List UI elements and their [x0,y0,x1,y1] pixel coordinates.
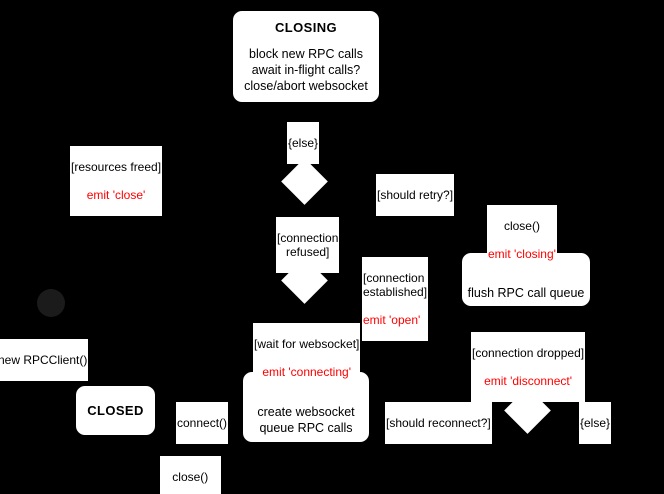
label-close-closing: close() emit 'closing' [487,205,557,275]
label-resources-freed-emit: emit 'close' [86,188,146,202]
state-closing-title: CLOSING [274,19,338,35]
state-closing[interactable]: CLOSING block new RPC calls await in-fli… [232,10,380,103]
label-should-retry-cond: [should retry?] [377,188,454,202]
label-should-retry: [should retry?] [376,174,455,216]
label-close-closing-cond: close() [503,219,540,233]
label-connection-refused-cond: [connection refused] [277,231,339,259]
label-should-reconnect: [should reconnect?] [385,402,492,444]
label-connection-established-emit: emit 'open' [363,313,421,327]
state-open-body: flush RPC call queue [467,285,585,300]
state-closing-body: block new RPC calls await in-flight call… [244,46,368,93]
label-wait-for-websocket-emit: emit 'connecting' [262,365,351,379]
label-should-reconnect-cond: [should reconnect?] [386,416,491,430]
label-connect: connect() [176,402,229,444]
label-wait-for-websocket: [wait for websocket] emit 'connecting' [253,323,361,393]
label-else-top-cond: {else} [288,136,319,150]
label-connection-dropped-cond: [connection dropped] [472,346,585,360]
label-close-close: close() emit 'close' [160,456,221,494]
state-closed-title: CLOSED [87,403,144,418]
label-close-closing-emit: emit 'closing' [488,247,556,261]
label-connection-established: [connection established] emit 'open' [362,257,429,341]
label-else-bottom: {else} [579,402,612,444]
state-connecting-body: create websocket queue RPC calls [257,405,355,435]
label-else-bottom-cond: {else} [580,416,611,430]
label-new-rpcclient-cond: new RPCClient() [0,353,88,367]
label-wait-for-websocket-cond: [wait for websocket] [254,337,360,351]
label-else-top: {else} [287,122,320,164]
label-connection-dropped: [connection dropped] emit 'disconnect' [471,332,586,402]
label-connection-dropped-emit: emit 'disconnect' [484,374,573,388]
label-new-rpcclient: new RPCClient() [0,339,89,381]
label-resources-freed-cond: [resources freed] [71,160,162,174]
state-closed[interactable]: CLOSED [75,385,156,436]
label-resources-freed: [resources freed] emit 'close' [70,146,163,216]
initial-state-node [37,289,65,317]
label-connect-cond: connect() [177,416,228,430]
label-connection-established-cond: [connection established] [363,271,428,299]
label-close-close-cond: close() [172,470,209,484]
choice-diamond-closing[interactable] [281,158,328,205]
label-connection-refused: [connection refused] [276,217,340,273]
